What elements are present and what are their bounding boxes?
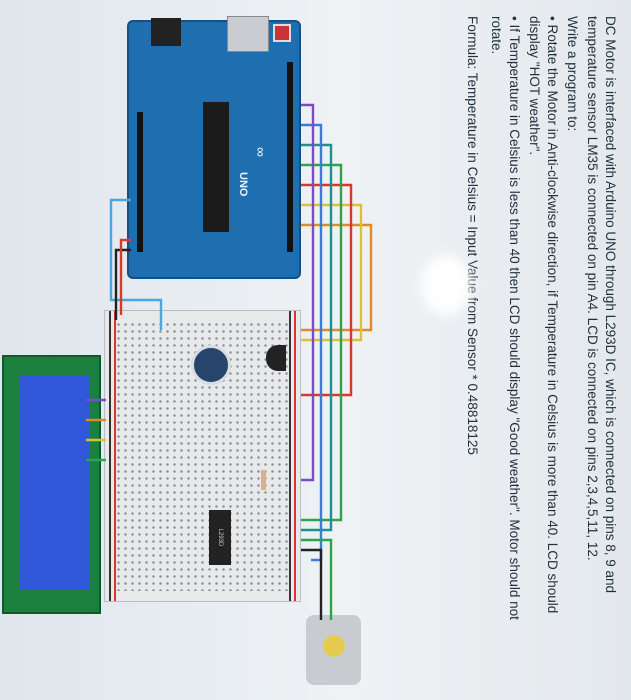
wire-blue (301, 123, 323, 562)
wire-black-gnd (114, 248, 131, 320)
wire-lightblue-analog (109, 198, 163, 330)
wire-red-5v (119, 238, 131, 315)
wire-motor-2 (301, 548, 323, 620)
wire-teal (301, 143, 333, 532)
wire-motor-1 (301, 538, 333, 620)
wire-purple (301, 103, 315, 482)
wire-red (301, 183, 353, 397)
wire-orange (301, 223, 373, 332)
